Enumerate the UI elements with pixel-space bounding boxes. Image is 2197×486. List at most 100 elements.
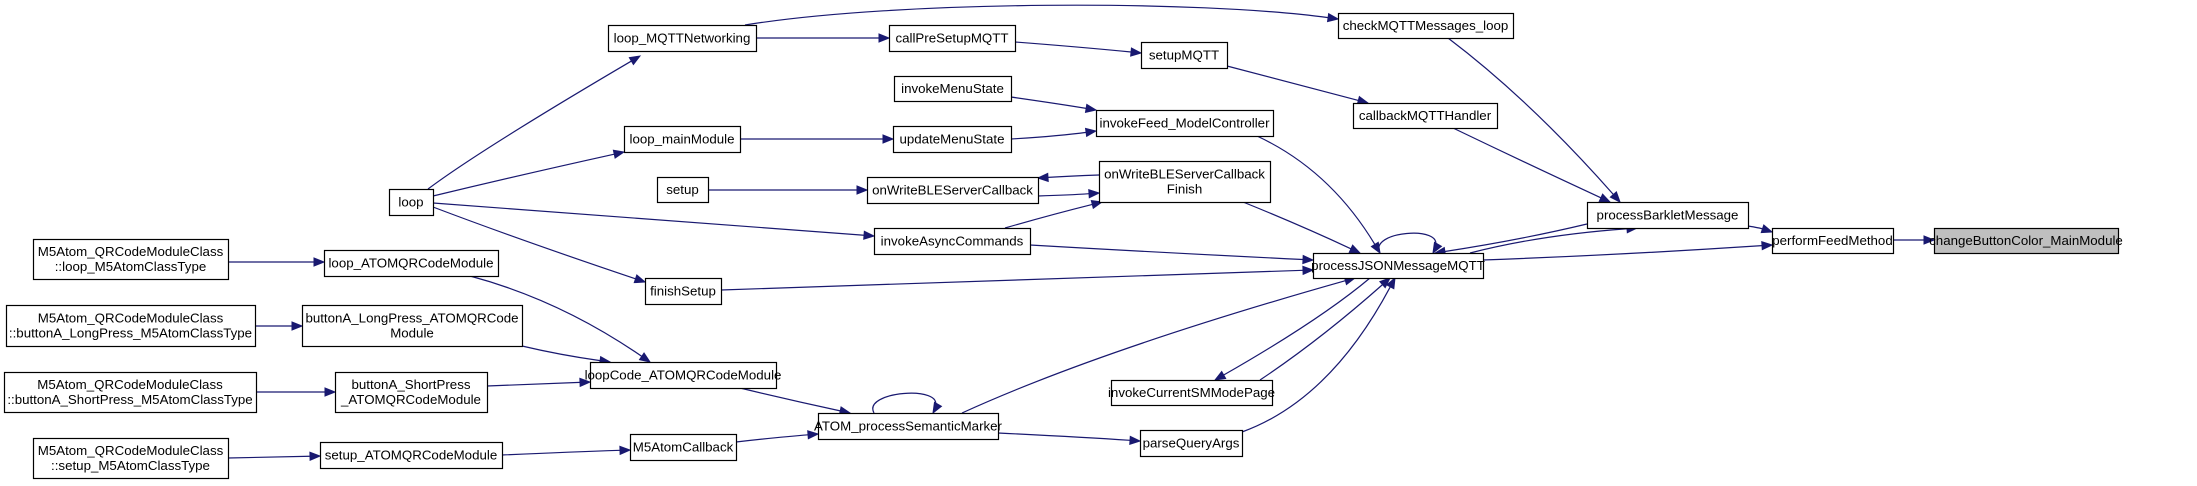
node-label: invokeAsyncCommands — [881, 234, 1024, 249]
edge-line — [1226, 65, 1359, 102]
nodes-layer: looploop_MQTTNetworkingloop_mainModulese… — [3, 12, 2123, 480]
arrowhead — [633, 274, 647, 284]
node-change-button-color-main-module[interactable]: changeButtonColor_MainModule — [1929, 227, 2123, 255]
node-call-pre-setup-mqtt[interactable]: callPreSetupMQTT — [888, 24, 1017, 53]
node-invoke-menu-state[interactable]: invokeMenuState — [893, 75, 1013, 103]
edge-setup-to-on-write-bleserver-callback — [707, 185, 869, 195]
node-finish-setup[interactable]: finishSetup — [644, 277, 723, 306]
node-label: M5Atom_QRCodeModuleClass — [37, 377, 223, 392]
node-m5-atom-loop-m5-atom-class-type[interactable]: M5Atom_QRCodeModuleClass::loop_M5AtomCla… — [32, 238, 230, 281]
node-box — [607, 24, 758, 53]
node-label: buttonA_LongPress_ATOMQRCode — [305, 311, 518, 326]
node-box — [32, 437, 230, 480]
node-setup[interactable]: setup — [656, 176, 710, 204]
edge-button-a-short-press-atomqrcode-module-to-loop-code-atomqrcode-module — [486, 377, 592, 388]
edge-line — [1037, 193, 1090, 197]
node-loop-code-atomqrcode-module[interactable]: loopCode_ATOMQRCodeModule — [585, 361, 782, 390]
arrowhead — [291, 321, 304, 331]
node-box — [644, 277, 723, 306]
node-check-mqttmessages-loop[interactable]: checkMQTTMessages_loop — [1337, 12, 1515, 40]
node-loop-mqttnetworking[interactable]: loop_MQTTNetworking — [607, 24, 758, 53]
node-box — [817, 412, 1000, 441]
node-callback-mqtthandler[interactable]: callbackMQTTHandler — [1352, 102, 1499, 130]
arrowhead — [1385, 276, 1396, 290]
edge-invoke-async-commands-to-on-write-bleserver-callback-finish — [1004, 199, 1104, 229]
edges-layer — [227, 4, 1936, 461]
node-setup-atomqrcode-module[interactable]: setup_ATOMQRCodeModule — [319, 441, 504, 470]
node-invoke-feed-model-controller[interactable]: invokeFeed_ModelController — [1095, 109, 1275, 138]
node-label: Finish — [1167, 182, 1202, 197]
edge-invoke-feed-model-controller-to-process-jsonmessage-mqtt — [1256, 135, 1381, 255]
node-m5-atom-callback[interactable]: M5AtomCallback — [629, 433, 738, 462]
edge-line — [1241, 286, 1391, 433]
arrowhead — [1129, 435, 1142, 446]
node-box — [873, 227, 1032, 256]
node-update-menu-state[interactable]: updateMenuState — [892, 125, 1013, 154]
node-label: M5AtomCallback — [633, 440, 734, 455]
node-box — [1586, 201, 1750, 230]
arrowhead — [1302, 265, 1315, 276]
node-loop-main-module[interactable]: loop_mainModule — [623, 125, 742, 154]
node-box — [623, 125, 742, 154]
node-process-jsonmessage-mqtt[interactable]: processJSONMessageMQTT — [1311, 252, 1485, 280]
node-loop[interactable]: loop — [388, 188, 435, 217]
node-box — [1140, 41, 1229, 70]
node-label: performFeedMethod — [1772, 233, 1892, 248]
edge-line — [739, 387, 841, 412]
node-label: processJSONMessageMQTT — [1311, 258, 1485, 273]
edge-line — [720, 269, 1304, 291]
edge-loop-mqttnetworking-to-check-mqttmessages-loop — [744, 4, 1340, 26]
node-m5-atom-setup-m5-atom-class-type[interactable]: M5Atom_QRCodeModuleClass::setup_M5AtomCl… — [32, 437, 230, 480]
node-label: setup — [666, 182, 699, 197]
edge-invoke-menu-state-to-invoke-feed-model-controller — [1010, 96, 1098, 113]
node-label: loop_MQTTNetworking — [614, 31, 751, 46]
edge-atom-process-semantic-marker-to-atom-process-semantic-marker — [872, 392, 943, 415]
edge-line — [1447, 37, 1614, 195]
node-box — [892, 125, 1013, 154]
node-button-a-short-press-atomqrcode-module[interactable]: buttonA_ShortPress_ATOMQRCodeModule — [334, 371, 489, 414]
edge-line — [997, 432, 1131, 441]
node-setup-mqtt[interactable]: setupMQTT — [1140, 41, 1229, 70]
node-box — [32, 238, 230, 281]
arrowhead — [628, 55, 642, 66]
arrowhead — [882, 134, 895, 144]
edge-line — [961, 280, 1346, 414]
node-label: loopCode_ATOMQRCodeModule — [585, 368, 782, 383]
edge-setup-mqtt-to-callback-mqtthandler — [1226, 65, 1370, 105]
node-m5-atom-button-a-short-press-m5-atom-class-type[interactable]: M5Atom_QRCodeModuleClass::buttonA_ShortP… — [3, 371, 258, 414]
node-loop-atomqrcode-module[interactable]: loop_ATOMQRCodeModule — [323, 249, 500, 278]
node-parse-query-args[interactable]: parseQueryArgs — [1139, 429, 1244, 458]
node-invoke-async-commands[interactable]: invokeAsyncCommands — [873, 227, 1032, 256]
node-m5-atom-button-a-long-press-m5-atom-class-type[interactable]: M5Atom_QRCodeModuleClass::buttonA_LongPr… — [5, 304, 257, 348]
node-button-a-long-press-atomqrcode-module[interactable]: buttonA_LongPress_ATOMQRCodeModule — [301, 304, 524, 348]
node-label: finishSetup — [650, 284, 716, 299]
edge-line — [1378, 232, 1437, 254]
arrowhead — [1213, 370, 1227, 381]
node-atom-process-semantic-marker[interactable]: ATOM_processSemanticMarker — [814, 412, 1003, 441]
edge-line — [744, 4, 1329, 26]
edge-process-jsonmessage-mqtt-to-invoke-current-smmode-page — [1213, 277, 1371, 381]
edge-on-write-bleserver-callback-to-on-write-bleserver-callback-finish — [1037, 188, 1101, 199]
node-perform-feed-method[interactable]: performFeedMethod — [1771, 227, 1895, 255]
node-label: _ATOMQRCodeModule — [340, 392, 481, 407]
node-label: invokeMenuState — [901, 81, 1004, 96]
node-on-write-bleserver-callback[interactable]: onWriteBLEServerCallback — [866, 176, 1040, 205]
node-box — [1312, 252, 1485, 280]
node-box — [629, 433, 738, 462]
arrowhead — [878, 33, 891, 43]
arrowhead — [1302, 254, 1315, 265]
edge-check-mqttmessages-loop-to-process-barklet-message — [1447, 37, 1621, 204]
node-label: parseQueryArgs — [1143, 436, 1240, 451]
node-process-barklet-message[interactable]: processBarkletMessage — [1586, 201, 1750, 230]
arrowhead — [309, 451, 322, 461]
edge-line — [735, 434, 809, 443]
edge-line — [1004, 203, 1093, 229]
edge-line — [501, 449, 621, 456]
arrowhead — [579, 377, 592, 388]
edge-loop-atomqrcode-module-to-loop-code-atomqrcode-module — [469, 275, 652, 363]
edge-update-menu-state-to-invoke-feed-model-controller — [1010, 127, 1098, 140]
edge-line — [872, 392, 937, 414]
arrowhead — [1432, 241, 1443, 255]
node-invoke-current-smmode-page[interactable]: invokeCurrentSMModePage — [1108, 379, 1275, 407]
